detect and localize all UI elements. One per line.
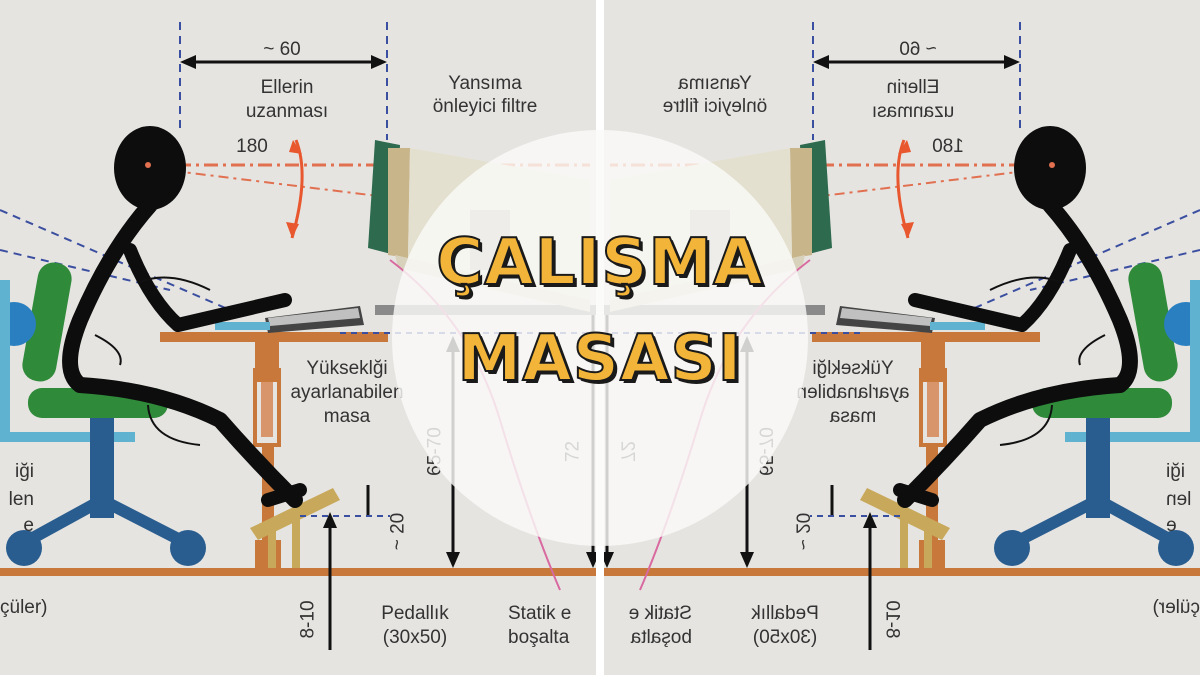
filter-label-line2-mirrored: önleyici filtre	[662, 96, 768, 117]
filter-label-line1-mirrored: Yansıma	[678, 73, 752, 94]
pedal-label-line1: Pedallık	[381, 603, 449, 624]
pedal-label-line2: (30x50)	[382, 627, 448, 648]
dim-20-label-mirrored: ~ 20	[791, 512, 813, 551]
static-label-line2: boşalta	[508, 627, 570, 648]
dim-8-10-label-mirrored: 8-10	[881, 600, 903, 639]
reach-label-line2: uzanması	[245, 101, 329, 122]
partial-label-line3: e	[23, 515, 34, 536]
desk-label-line3: masa	[323, 406, 371, 427]
partial-label-line2-mirrored: len	[1166, 489, 1192, 510]
keyboard-icon	[215, 306, 364, 333]
dim-20-label: ~ 20	[387, 512, 409, 551]
dim-8-10-label: 8-10	[297, 600, 319, 639]
title-line1: ÇALIŞMA	[435, 225, 764, 301]
seated-figure-icon-mirrored	[893, 126, 1138, 508]
filter-label-line2: önleyici filtre	[432, 96, 538, 117]
angle-180-label-mirrored: 180	[932, 136, 964, 157]
partial-label-line1: iği	[14, 461, 34, 482]
desk-label-line1: Yükseklği	[306, 358, 388, 379]
office-chair-icon-mirrored	[994, 262, 1200, 566]
static-label-line1: Statik e	[508, 603, 572, 624]
reach-label-line1: Ellerin	[260, 77, 314, 98]
pedal-label-line2-mirrored: (30x50)	[752, 627, 818, 648]
floor-line	[0, 568, 600, 576]
partial-bottom-label-mirrored: çüler)	[1152, 597, 1200, 618]
static-label-line1-mirrored: Statik e	[628, 603, 692, 624]
floor-line-mirrored	[600, 568, 1200, 576]
desk-label-line3-mirrored: masa	[829, 406, 877, 427]
partial-label-line3-mirrored: e	[1166, 515, 1177, 536]
pedal-label-line1-mirrored: Pedallık	[751, 603, 819, 624]
seated-figure-icon	[62, 126, 307, 508]
office-chair-icon	[0, 262, 206, 566]
footrest-icon	[250, 488, 340, 568]
desk-label-line2: ayarlanabilen	[290, 382, 404, 403]
footrest-icon-mirrored	[860, 488, 950, 568]
partial-label-line1-mirrored: iği	[1166, 461, 1186, 482]
reach-label-line1-mirrored: Ellerin	[886, 77, 940, 98]
dim-60-label-mirrored: ~ 60	[899, 39, 937, 60]
angle-180-label: 180	[236, 136, 268, 157]
partial-bottom-label: çüler)	[0, 597, 48, 618]
filter-label-line1: Yansıma	[448, 73, 522, 94]
reach-label-line2-mirrored: uzanması	[871, 101, 955, 122]
dim-60-label: ~ 60	[263, 39, 301, 60]
title-line2: MASASI	[457, 321, 743, 397]
keyboard-icon-mirrored	[836, 306, 985, 333]
static-label-line2-mirrored: boşalta	[630, 627, 692, 648]
title-backdrop-circle	[392, 130, 808, 546]
partial-label-line2: len	[8, 489, 34, 510]
